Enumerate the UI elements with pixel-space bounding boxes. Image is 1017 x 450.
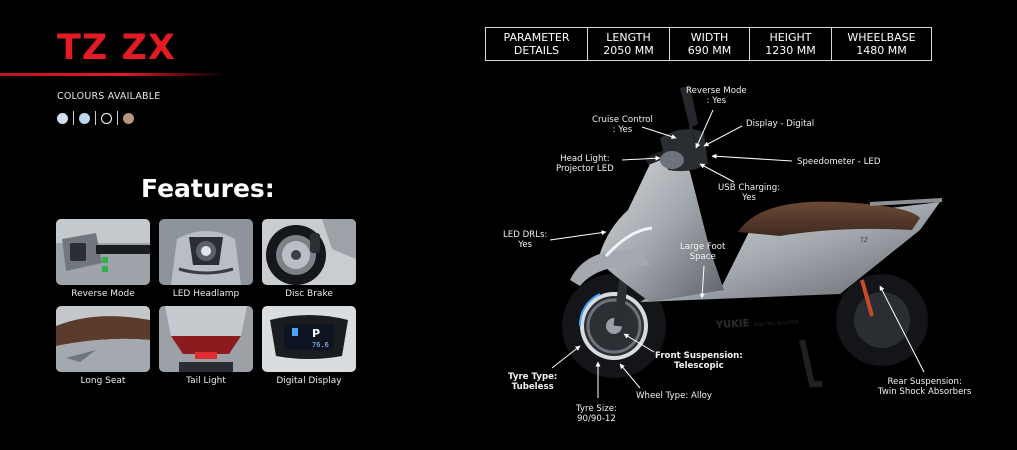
feature-tail-light[interactable]: Tail Light [159,306,253,386]
callout-rear-suspension: Rear Suspension:Twin Shock Absorbers [878,377,972,397]
feature-label: Digital Display [276,376,342,386]
tail-light-image [159,306,253,372]
feature-digital-display[interactable]: P 76.6 Digital Display [262,306,356,386]
reverse-mode-image [56,219,150,285]
colour-swatch-sky-blue[interactable] [79,112,90,124]
swatch-divider [117,111,118,125]
colour-swatch-light-blue[interactable] [57,112,68,124]
arrow-reverse-mode [695,109,714,149]
display-gear: P [312,327,320,340]
colour-swatch-brown[interactable] [123,112,134,124]
callout-tyre-type: Tyre Type:Tubeless [508,372,558,392]
feature-label: LED Headlamp [172,289,240,299]
callout-led-drls: LED DRLs:Yes [503,230,548,250]
colour-swatches [57,111,134,125]
title-underline [0,73,225,76]
brand-subtext: ELECTRIC SCOOTER [754,320,799,328]
colours-label: COLOURS AVAILABLE [57,91,161,102]
arrow-rear-suspension [879,285,925,373]
digital-display-image: P 76.6 [262,306,356,372]
arrow-large-foot-space [699,265,705,299]
arrow-usb-charging [699,163,735,183]
arrow-speedometer [711,153,793,162]
callout-speedometer: Speedometer - LED [797,157,881,167]
rear-shock [860,279,874,317]
display-reading: 76.6 [312,341,329,349]
callout-front-suspension: Front Suspension:Telescopic [655,351,743,371]
product-title: TZ ZX [57,28,176,68]
scooter-illustration: YUKIE ELECTRIC SCOOTER TZ [562,86,943,387]
arrow-display [703,125,743,147]
arrow-wheel-type [619,363,641,389]
callout-head-light: Head Light:Projector LED [556,154,614,174]
callout-usb-charging: USB Charging:Yes [718,183,781,203]
arrow-led-drls [549,230,607,241]
model-badge: TZ [860,237,869,244]
brand-text: YUKIE [715,318,750,331]
callout-tyre-size: Tyre Size:90/90-12 [576,404,617,424]
callout-wheel-type: Wheel Type: Alloy [636,391,712,401]
arrow-head-light [621,155,661,161]
seat [738,201,920,236]
feature-label: Tail Light [186,376,226,386]
arrow-front-suspension [623,333,655,353]
feature-long-seat[interactable]: Long Seat [56,306,150,386]
arrow-tyre-type [551,345,581,369]
long-seat-image [56,306,150,372]
features-heading: Features: [141,174,275,203]
feature-label: Reverse Mode [71,289,135,299]
callout-reverse-mode: Reverse Mode: Yes [686,86,747,106]
mirror [680,86,698,128]
callout-cruise-control: Cruise Control: Yes [592,115,653,135]
swatch-divider [95,111,96,125]
arrow-cruise-control [641,126,677,139]
disc-brake-image [262,219,356,285]
feature-led-headlamp[interactable]: LED Headlamp [159,219,253,299]
front-apron [598,158,724,302]
feature-reverse-mode[interactable]: Reverse Mode [56,219,150,299]
colour-swatch-black[interactable] [101,112,112,124]
feature-label: Disc Brake [285,289,333,299]
callout-display: Display - Digital [746,119,815,129]
feature-disc-brake[interactable]: Disc Brake [262,219,356,299]
swatch-divider [73,111,74,125]
led-headlamp-image [159,219,253,285]
feature-label: Long Seat [80,376,126,386]
